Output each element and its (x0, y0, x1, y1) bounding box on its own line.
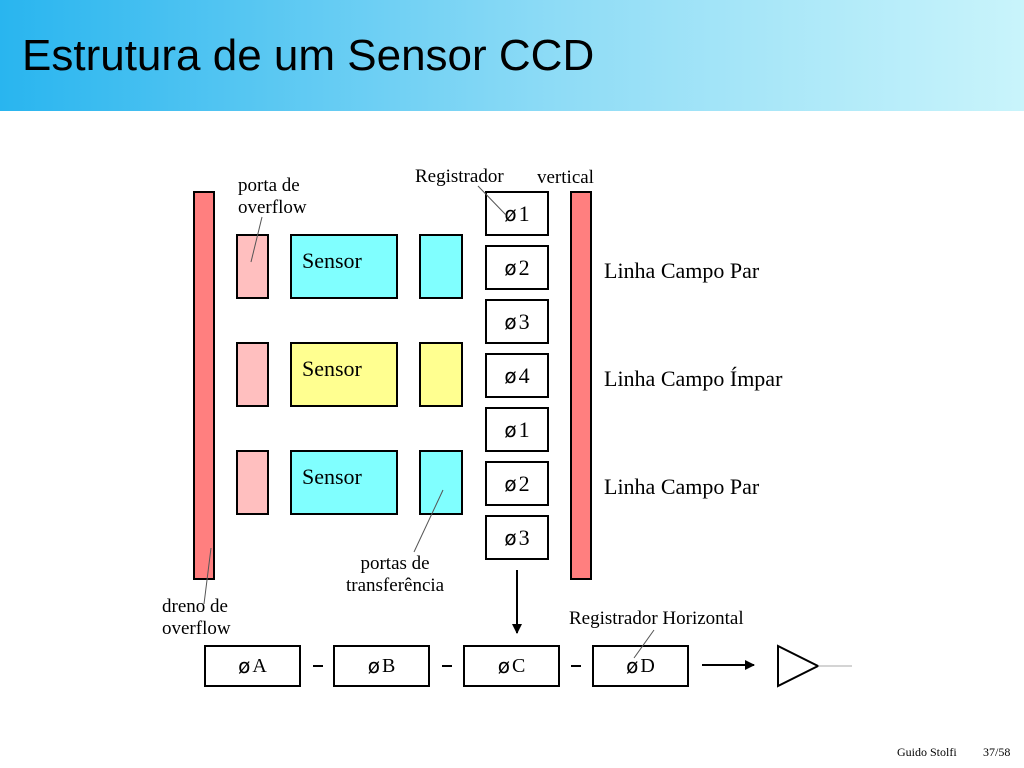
line-label-even: Linha Campo Par (604, 258, 760, 283)
phi-symbol: ø (504, 471, 517, 496)
phase-letter: B (381, 654, 396, 677)
phi-symbol: ø (238, 654, 251, 678)
phase-number: 1 (518, 200, 530, 226)
sensor-label: Sensor (302, 356, 362, 381)
phase-number: 3 (518, 524, 530, 550)
phi-symbol: ø (504, 255, 517, 280)
transfer-gate-1 (419, 234, 463, 299)
transfer-gates-label: portas de transferência (346, 553, 444, 597)
phi-symbol: ø (504, 201, 517, 226)
title-bar: Estrutura de um Sensor CCD (0, 0, 1024, 111)
overflow-gate-1 (236, 234, 269, 299)
overflow-drain-bar (193, 191, 215, 580)
transfer-gate-3 (419, 450, 463, 515)
overflow-drain-label: dreno de overflow (162, 596, 231, 640)
phi-symbol: ø (367, 654, 380, 678)
footer-author: Guido Stolfi (897, 745, 957, 759)
phi-symbol: ø (504, 525, 517, 550)
leader-line (413, 489, 444, 553)
phase-number: 2 (518, 470, 530, 496)
phase-number: 1 (518, 416, 530, 442)
vertical-register-bar (570, 191, 592, 580)
leader-line (633, 629, 655, 659)
label-line: transferência (346, 575, 445, 596)
overflow-gate-3 (236, 450, 269, 515)
phi-symbol: ø (504, 417, 517, 442)
phase-letter: A (252, 654, 267, 677)
label-line: overflow (162, 618, 231, 639)
footer-page-number: 37/58 (983, 745, 1011, 759)
line-label-even: Linha Campo Par (604, 474, 760, 499)
label-line: dreno de (162, 596, 228, 617)
transfer-gate-2 (419, 342, 463, 407)
phase-number: 2 (518, 254, 530, 280)
sensor-label: Sensor (302, 464, 362, 489)
sensor-3: Sensor (290, 450, 398, 515)
leader-line (203, 547, 212, 605)
phase-number: 4 (518, 362, 530, 388)
leader-line (250, 216, 263, 263)
leader-line (477, 185, 507, 216)
vertical-label: vertical (537, 167, 594, 188)
phi-symbol: ø (504, 309, 517, 334)
sensor-2: Sensor (290, 342, 398, 407)
sensor-1: Sensor (290, 234, 398, 299)
phi-symbol: ø (504, 363, 517, 388)
phase-letter: D (640, 654, 655, 677)
line-label-odd: Linha Campo Ímpar (604, 366, 783, 391)
sensor-label: Sensor (302, 248, 362, 273)
page-title: Estrutura de um Sensor CCD (22, 31, 595, 80)
phase-letter: C (511, 654, 526, 677)
label-line: porta de (238, 175, 300, 196)
label-line: overflow (238, 197, 307, 218)
overflow-gate-2 (236, 342, 269, 407)
horizontal-register-label: Registrador Horizontal (569, 608, 744, 629)
phase-number: 3 (518, 308, 530, 334)
register-label: Registrador (415, 166, 504, 187)
overflow-gate-label: porta de overflow (238, 175, 307, 219)
phi-symbol: ø (497, 654, 510, 678)
amplifier-icon (777, 644, 821, 688)
label-line: portas de (360, 553, 430, 574)
phi-symbol: ø (626, 654, 639, 678)
